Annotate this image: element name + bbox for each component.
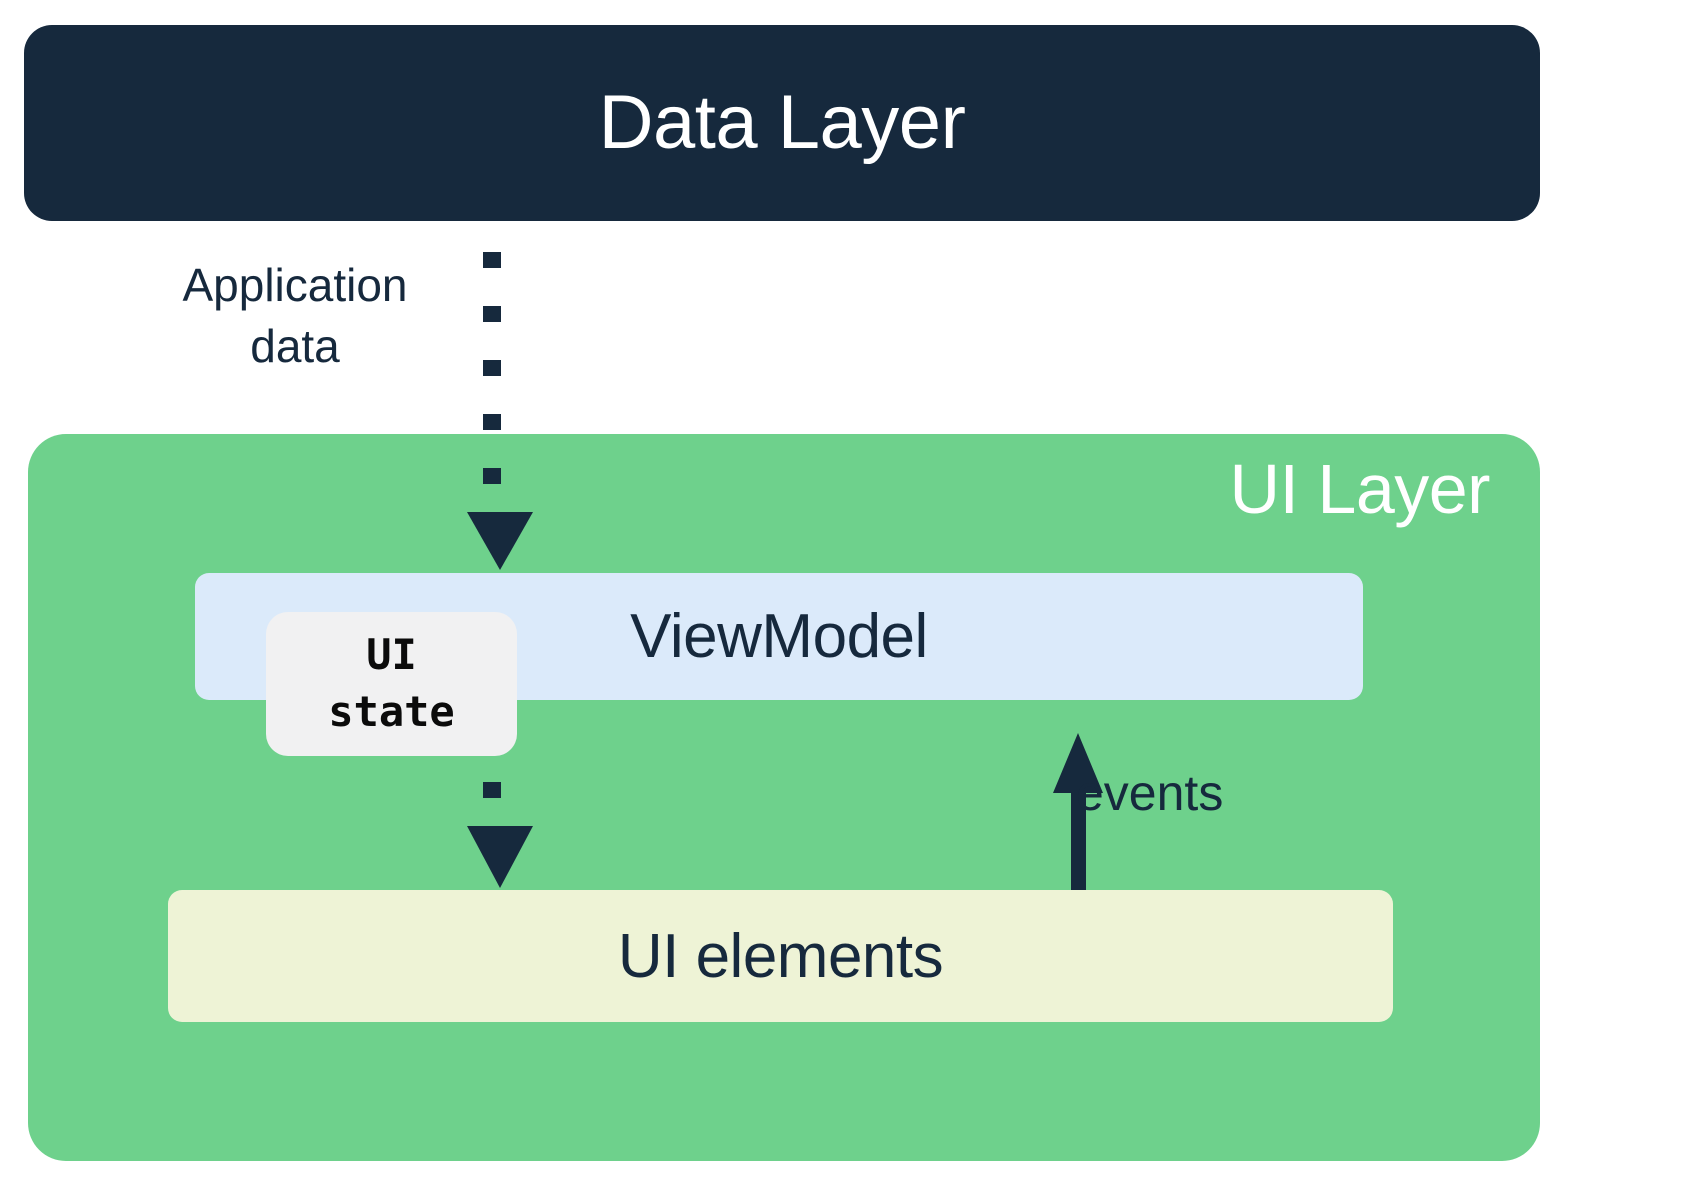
viewmodel-label: ViewModel: [630, 602, 928, 671]
application-data-label: Application data: [130, 255, 460, 376]
ui-layer-title: UI Layer: [1229, 450, 1490, 528]
application-data-label-line2: data: [250, 319, 340, 372]
events-label: events: [1076, 768, 1223, 818]
ui-layer-box: UI Layer: [28, 434, 1540, 1161]
data-layer-title: Data Layer: [598, 80, 966, 165]
ui-state-line1: UI: [366, 630, 417, 680]
viewmodel-label-wrap: ViewModel: [195, 573, 1363, 700]
application-data-label-line1: Application: [182, 259, 408, 311]
data-layer-box: Data Layer: [24, 25, 1540, 221]
events-label-text: events: [1076, 765, 1224, 821]
ui-elements-box: UI elements: [168, 890, 1393, 1022]
ui-state-line2: state: [328, 687, 455, 736]
ui-elements-label: UI elements: [617, 921, 944, 991]
ui-state-chip: UI state: [266, 612, 517, 756]
